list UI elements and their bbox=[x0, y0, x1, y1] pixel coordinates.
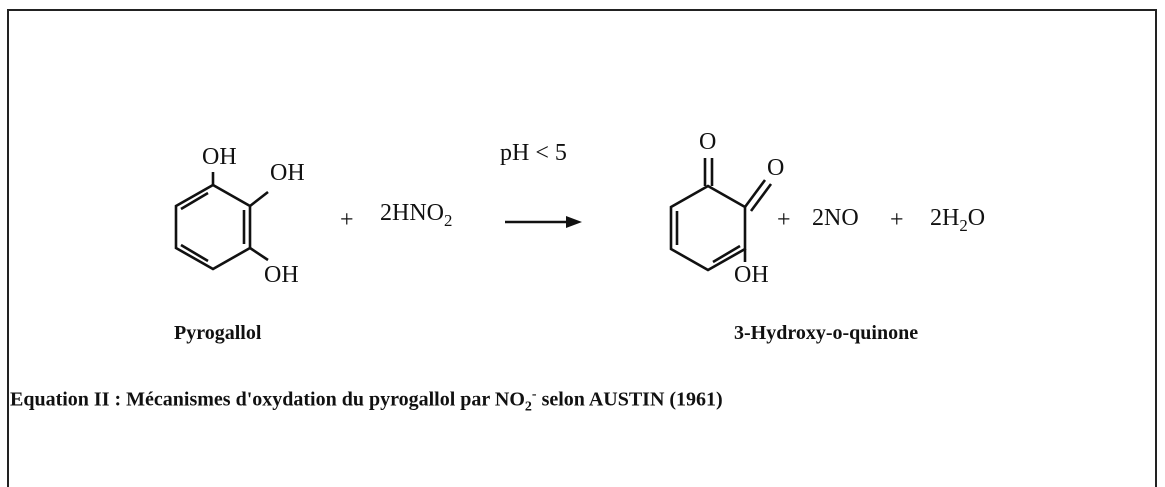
reaction-condition: pH < 5 bbox=[500, 140, 567, 166]
plus-sign-3: + bbox=[890, 207, 904, 233]
pyrogallol-oh-1: OH bbox=[202, 144, 237, 170]
plus-sign-1: + bbox=[340, 207, 354, 233]
pyrogallol-oh-2: OH bbox=[270, 160, 305, 186]
reaction-arrow bbox=[505, 216, 582, 228]
pyrogallol-oh-3: OH bbox=[264, 262, 299, 288]
quinone-ring bbox=[669, 158, 773, 272]
plus-sign-2: + bbox=[777, 207, 791, 233]
product-name: 3-Hydroxy-o-quinone bbox=[734, 322, 919, 344]
figure-caption: Equation II : Mécanismes d'oxydation du … bbox=[10, 387, 723, 415]
quinone-o-2: O bbox=[767, 155, 785, 181]
pyrogallol-ring bbox=[174, 172, 269, 271]
quinone-o-1: O bbox=[699, 129, 717, 155]
figure-frame bbox=[7, 9, 1157, 487]
byproduct-water: 2H2O bbox=[930, 205, 986, 235]
reagent-hno2: 2HNO2 bbox=[380, 200, 453, 230]
reactant-name: Pyrogallol bbox=[174, 322, 262, 344]
quinone-oh: OH bbox=[734, 262, 769, 288]
byproduct-no: 2NO bbox=[812, 205, 859, 231]
